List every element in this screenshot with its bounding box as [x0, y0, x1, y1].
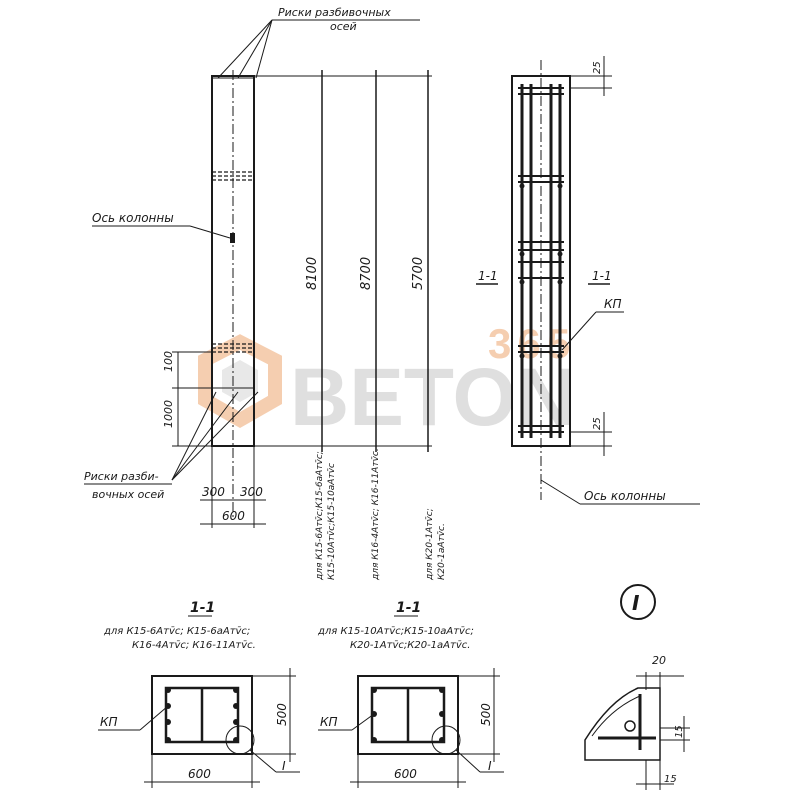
section2-line2: К20-1Атv̄с;К20-1аАтv̄с. — [350, 640, 470, 651]
column-elevation: Риски разбивочных осей Ось колонны Риски… — [84, 6, 420, 528]
axis-marks-bottom-label-2: вочных осей — [92, 488, 164, 501]
detail-dim-20: 20 — [652, 654, 666, 667]
detail-ref-2: I — [488, 759, 492, 773]
kp-label-section1: КП — [100, 715, 118, 729]
sec1-dim-500: 500 — [275, 703, 289, 726]
note1-line2: К15-10Атv̄с;К15-10аАтv̄с — [327, 463, 337, 580]
sec2-dim-600: 600 — [394, 767, 417, 781]
dim-5700: 5700 — [411, 257, 426, 290]
sec2-dim-500: 500 — [479, 703, 493, 726]
axis-marks-bottom-label: Риски разби- — [84, 470, 159, 483]
dim-8700: 8700 — [359, 257, 374, 290]
section1-line1: для К15-6Атv̄с; К15-6аАтv̄с; — [103, 626, 250, 637]
dim-1000: 1000 — [162, 400, 175, 428]
axis-marks-top-label: Риски разбивочных — [278, 6, 391, 19]
dim-25-top: 25 — [592, 61, 603, 74]
watermark-number: 365 — [488, 320, 576, 367]
section-mark-left: 1-1 — [478, 269, 498, 283]
section-2: 1-1 для К15-10Атv̄с;К15-10аАтv̄с; К20-1А… — [317, 600, 504, 788]
dim-300-right: 300 — [240, 485, 263, 499]
section-1: 1-1 для К15-6Атv̄с; К15-6аАтv̄с; К16-4Ат… — [98, 600, 300, 788]
section2-title: 1-1 — [396, 600, 421, 616]
detail-I: I 20 15 15 — [584, 584, 690, 790]
detail-marker-label: I — [632, 591, 640, 615]
detail-dim-15-bottom: 15 — [664, 774, 677, 785]
dim-300-left: 300 — [202, 485, 225, 499]
sec1-dim-600: 600 — [188, 767, 211, 781]
height-dimensions: 8100 8700 5700 для К15-6Атv̄с;К15-6аАтv̄… — [254, 70, 447, 581]
dim-100: 100 — [162, 351, 175, 372]
column-axis-label-left: Ось колонны — [92, 211, 174, 225]
section1-line2: К16-4Атv̄с; К16-11Атv̄с. — [132, 640, 256, 651]
section2-line1: для К15-10Атv̄с;К15-10аАтv̄с; — [317, 626, 474, 637]
note2: для К16-4Атv̄с; К16-11Атv̄с. — [371, 448, 381, 581]
reinforcement-cage: 1-1 1-1 КП 25 25 Ось колонны — [476, 56, 700, 505]
detail-dim-15-right: 15 — [674, 725, 685, 738]
dim-25-bottom: 25 — [592, 417, 603, 430]
watermark: BETON 365 — [198, 320, 576, 443]
kp-label-right: КП — [604, 297, 622, 311]
note1-line1: для К15-6Атv̄с;К15-6аАтv̄с; — [315, 451, 325, 581]
section-mark-right: 1-1 — [592, 269, 612, 283]
detail-marker-circle — [620, 584, 656, 620]
axis-marks-top-label-2: осей — [330, 20, 357, 33]
dim-8100: 8100 — [305, 257, 320, 290]
note3-line2: К20-1аАтv̄с. — [437, 523, 447, 580]
kp-label-section2: КП — [320, 715, 338, 729]
note3-line1: для К20-1Атv̄с; — [425, 508, 435, 581]
detail-ref-1: I — [282, 759, 286, 773]
watermark-brand: BETON — [290, 352, 576, 443]
section1-title: 1-1 — [190, 600, 215, 616]
watermark-logo-icon — [198, 334, 282, 429]
column-axis-label-right: Ось колонны — [584, 489, 666, 503]
dim-600: 600 — [222, 509, 245, 523]
